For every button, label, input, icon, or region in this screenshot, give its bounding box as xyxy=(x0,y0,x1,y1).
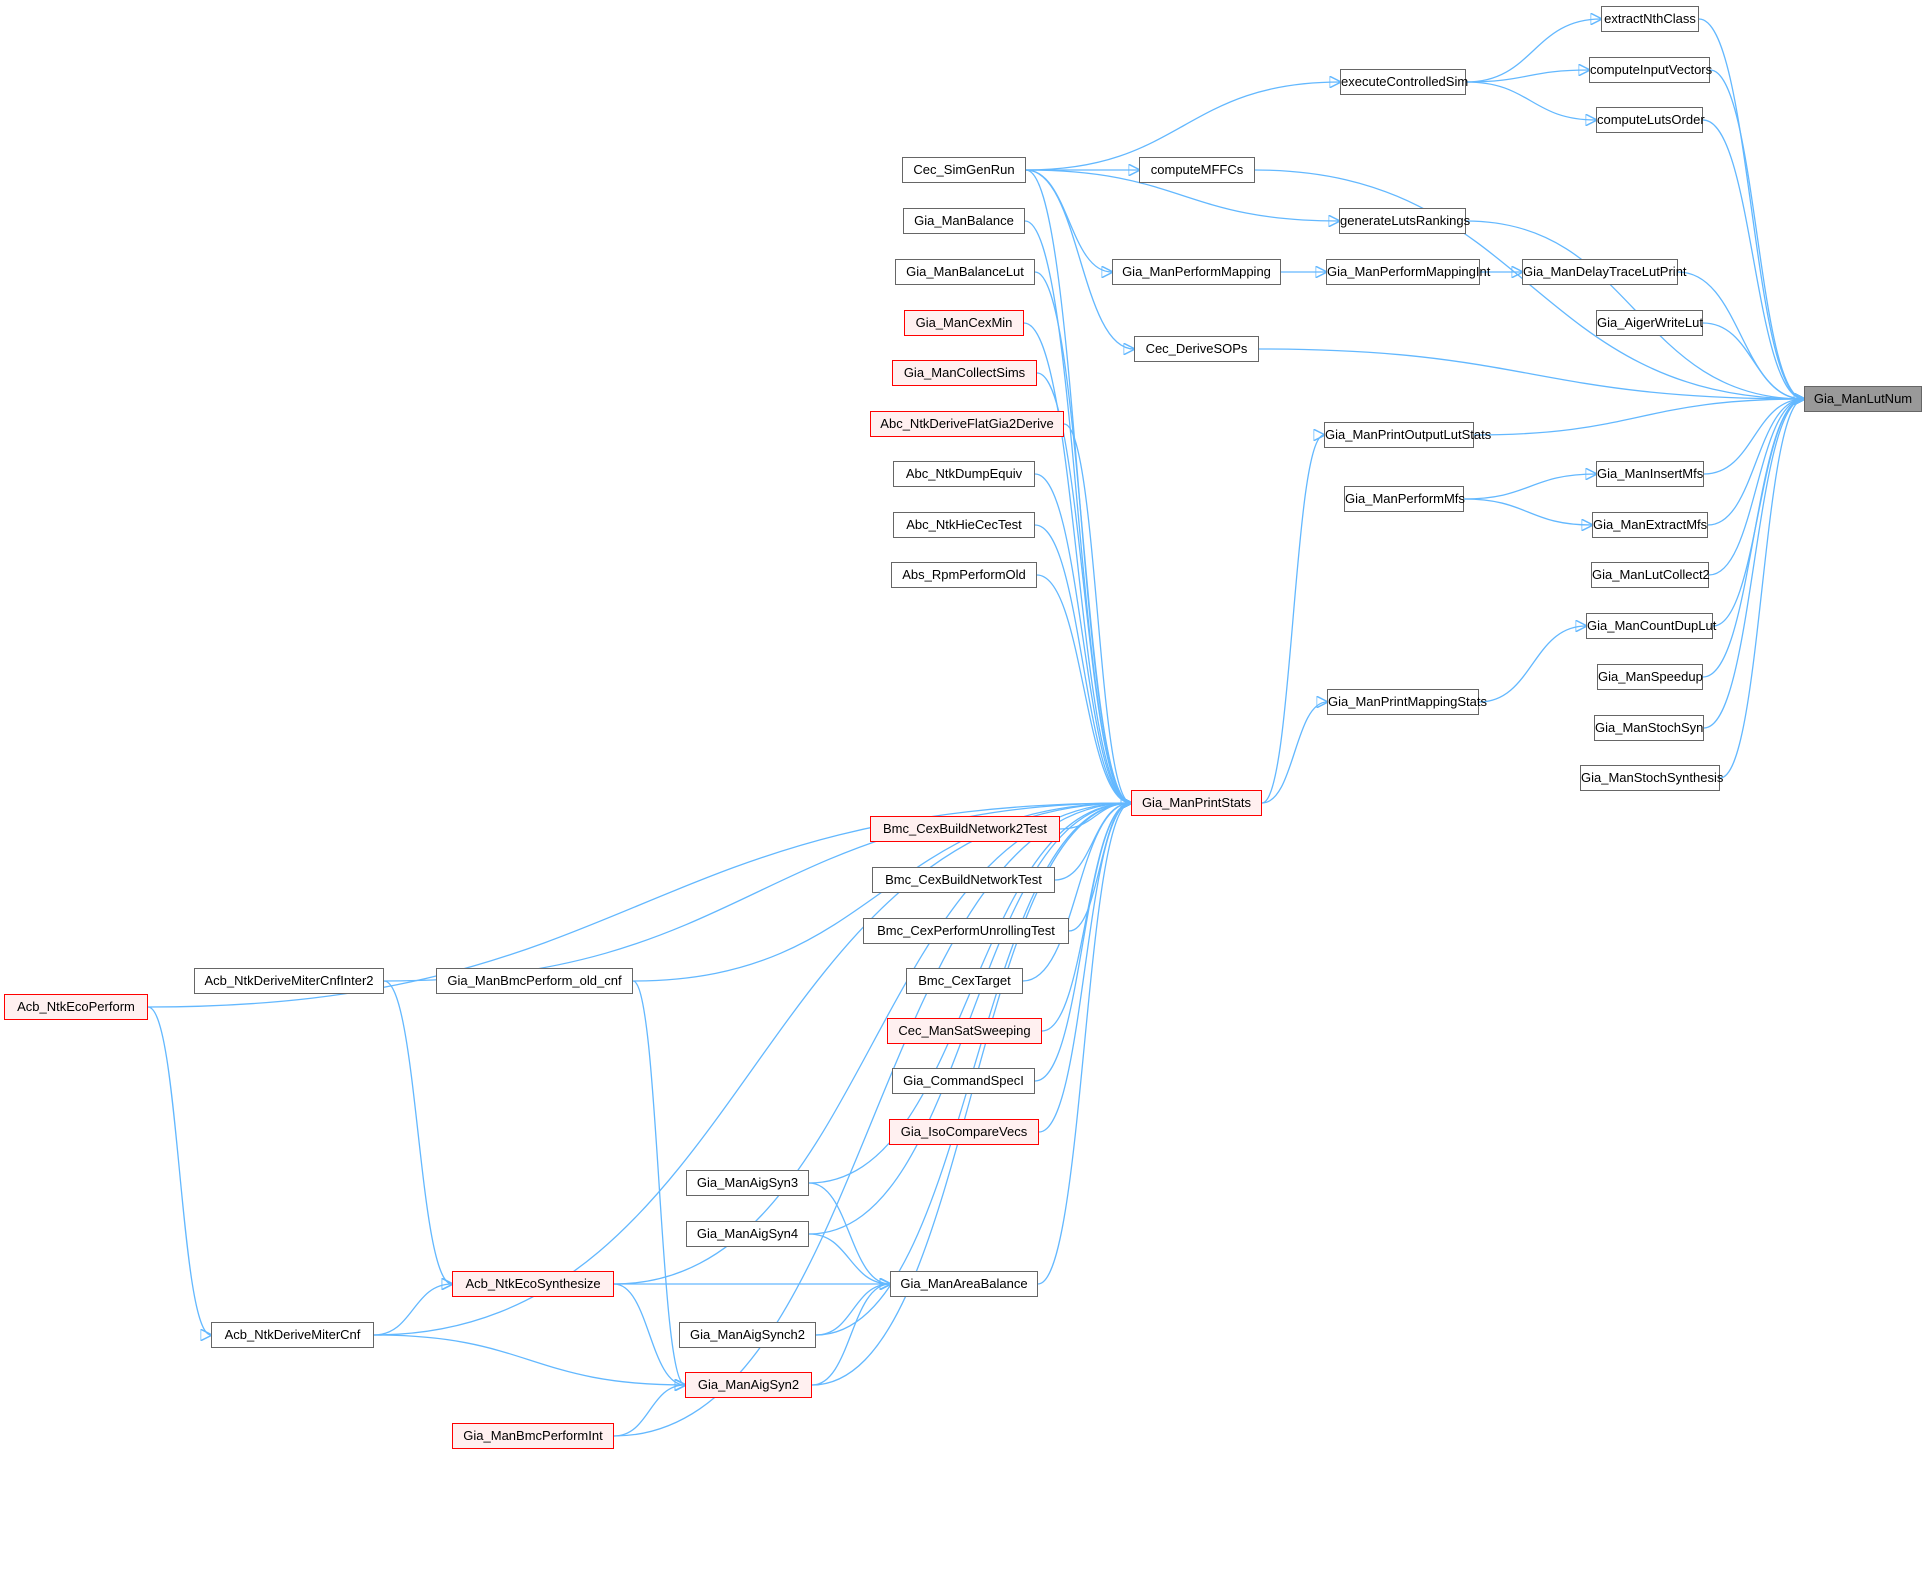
node-abc-ntkhiecectest[interactable]: Abc_NtkHieCecTest xyxy=(893,512,1035,538)
edge-gia-manextractmfs-to-gia-manlutnum xyxy=(1707,399,1804,526)
node-gia-mandelaytracelutprint[interactable]: Gia_ManDelayTraceLutPrint xyxy=(1522,259,1687,285)
edge-executecontrolledsim-to-computelutsorder xyxy=(1465,81,1596,120)
node-gia-maninsertmfs[interactable]: Gia_ManInsertMfs xyxy=(1596,461,1704,487)
node-extractnthclass[interactable]: extractNthClass xyxy=(1601,6,1699,32)
node-gia-manprintstats[interactable]: Gia_ManPrintStats xyxy=(1131,790,1262,816)
edge-gia-manaigsynch2-to-gia-manareabalance xyxy=(815,1284,890,1336)
edge-gia-manaigsyn4-to-gia-manareabalance xyxy=(808,1233,890,1284)
edge-gia-manbalance-to-gia-manprintstats xyxy=(1024,220,1131,803)
edge-executecontrolledsim-to-computeinputvectors xyxy=(1465,70,1589,83)
node-gia-manaigsyn4[interactable]: Gia_ManAigSyn4 xyxy=(686,1221,809,1247)
edge-computelutsorder-to-gia-manlutnum xyxy=(1702,119,1804,399)
edge-acb-ntkecoperform-to-acb-ntkderivemitercnf xyxy=(147,1006,211,1335)
edge-computeinputvectors-to-gia-manlutnum xyxy=(1709,69,1804,399)
edge-abc-ntkderiveflatgia2derive-to-gia-manprintstats xyxy=(1063,423,1131,803)
node-gia-manperformmappingint[interactable]: Gia_ManPerformMappingInt xyxy=(1326,259,1490,285)
node-bmc-cexbuildnetwork2test[interactable]: Bmc_CexBuildNetwork2Test xyxy=(870,816,1060,842)
node-cec-derivesops[interactable]: Cec_DeriveSOPs xyxy=(1134,336,1259,362)
node-acb-ntkecosynthesize[interactable]: Acb_NtkEcoSynthesize xyxy=(452,1271,614,1297)
edge-acb-ntkderivemitercnf-to-gia-manaigsyn2 xyxy=(373,1334,685,1385)
node-gia-manbmcperformint[interactable]: Gia_ManBmcPerformInt xyxy=(452,1423,614,1449)
node-gia-manstochsynthesis[interactable]: Gia_ManStochSynthesis xyxy=(1580,765,1723,791)
node-abs-rpmperformold[interactable]: Abs_RpmPerformOld xyxy=(891,562,1037,588)
node-gia-manaigsyn2[interactable]: Gia_ManAigSyn2 xyxy=(685,1372,812,1398)
node-gia-manspeedup[interactable]: Gia_ManSpeedup xyxy=(1597,664,1703,690)
edge-gia-maninsertmfs-to-gia-manlutnum xyxy=(1703,399,1804,475)
node-bmc-cextarget[interactable]: Bmc_CexTarget xyxy=(906,968,1023,994)
edge-gia-manperformmfs-to-gia-maninsertmfs xyxy=(1463,474,1596,500)
node-gia-manaigsyn3[interactable]: Gia_ManAigSyn3 xyxy=(686,1170,809,1196)
edge-gia-aigerwritelut-to-gia-manlutnum xyxy=(1702,322,1804,399)
edge-gia-manstochsyn-to-gia-manlutnum xyxy=(1703,399,1804,729)
edge-gia-manstochsynthesis-to-gia-manlutnum xyxy=(1719,399,1804,779)
node-gia-mancountduplut[interactable]: Gia_ManCountDupLut xyxy=(1586,613,1716,639)
edge-gia-manbalancelut-to-gia-manprintstats xyxy=(1034,271,1131,803)
edge-gia-manaigsyn2-to-gia-manprintstats xyxy=(811,803,1131,1386)
edge-gia-manprintstats-to-gia-manprintoutputlutstats xyxy=(1261,435,1324,804)
edge-gia-manprintmappingstats-to-gia-mancountduplut xyxy=(1478,626,1586,703)
node-gia-manareabalance[interactable]: Gia_ManAreaBalance xyxy=(890,1271,1038,1297)
edge-gia-manareabalance-to-gia-manprintstats xyxy=(1037,803,1131,1285)
edge-gia-manperformmfs-to-gia-manextractmfs xyxy=(1463,498,1592,525)
edge-cec-derivesops-to-gia-manlutnum xyxy=(1258,348,1804,399)
node-abc-ntkderiveflatgia2derive[interactable]: Abc_NtkDeriveFlatGia2Derive xyxy=(870,411,1064,437)
node-gia-manlutnum[interactable]: Gia_ManLutNum xyxy=(1804,386,1922,412)
edge-gia-isocomparevecs-to-gia-manprintstats xyxy=(1038,803,1131,1133)
edge-gia-manprintoutputlutstats-to-gia-manlutnum xyxy=(1473,399,1804,436)
node-acb-ntkderivemitercnf[interactable]: Acb_NtkDeriveMiterCnf xyxy=(211,1322,374,1348)
edge-abs-rpmperformold-to-gia-manprintstats xyxy=(1036,574,1131,803)
node-gia-commandspeci[interactable]: Gia_CommandSpecI xyxy=(892,1068,1035,1094)
node-executecontrolledsim[interactable]: executeControlledSim xyxy=(1340,69,1468,95)
node-bmc-cexperformunrollingtest[interactable]: Bmc_CexPerformUnrollingTest xyxy=(863,918,1069,944)
edge-gia-manbmcperformint-to-gia-manaigsyn2 xyxy=(613,1385,685,1437)
node-cec-mansatsweeping[interactable]: Cec_ManSatSweeping xyxy=(887,1018,1042,1044)
node-gia-mancexmin[interactable]: Gia_ManCexMin xyxy=(904,310,1024,336)
node-cec-simgenrun[interactable]: Cec_SimGenRun xyxy=(902,157,1026,183)
edge-abc-ntkdumpequiv-to-gia-manprintstats xyxy=(1034,473,1131,803)
edge-extractnthclass-to-gia-manlutnum xyxy=(1698,18,1804,399)
node-bmc-cexbuildnetworktest[interactable]: Bmc_CexBuildNetworkTest xyxy=(872,867,1055,893)
edge-acb-ntkecoperform-to-gia-manprintstats xyxy=(147,803,1131,1008)
node-generatelutsrankings[interactable]: generateLutsRankings xyxy=(1339,208,1470,234)
edge-gia-manbmcperform-old-cnf-to-gia-manaigsyn2 xyxy=(632,980,685,1385)
edge-cec-simgenrun-to-cec-derivesops xyxy=(1025,169,1134,349)
node-gia-manbalance[interactable]: Gia_ManBalance xyxy=(903,208,1025,234)
edge-abc-ntkhiecectest-to-gia-manprintstats xyxy=(1034,524,1131,803)
node-gia-manaigsynch2[interactable]: Gia_ManAigSynch2 xyxy=(679,1322,816,1348)
node-gia-manbalancelut[interactable]: Gia_ManBalanceLut xyxy=(895,259,1035,285)
edge-acb-ntkderivemitercnfinter2-to-acb-ntkecosynthesize xyxy=(383,980,452,1284)
edge-gia-manspeedup-to-gia-manlutnum xyxy=(1702,399,1804,678)
node-gia-manprintoutputlutstats[interactable]: Gia_ManPrintOutputLutStats xyxy=(1324,422,1491,448)
edge-bmc-cextarget-to-gia-manprintstats xyxy=(1022,803,1131,982)
node-computeinputvectors[interactable]: computeInputVectors xyxy=(1589,57,1712,83)
node-computelutsorder[interactable]: computeLutsOrder xyxy=(1596,107,1705,133)
node-gia-manextractmfs[interactable]: Gia_ManExtractMfs xyxy=(1592,512,1708,538)
node-gia-manlutcollect2[interactable]: Gia_ManLutCollect2 xyxy=(1591,562,1710,588)
node-gia-manbmcperform-old-cnf[interactable]: Gia_ManBmcPerform_old_cnf xyxy=(436,968,633,994)
edge-gia-manaigsyn2-to-gia-manareabalance xyxy=(811,1284,890,1386)
node-gia-manperformmapping[interactable]: Gia_ManPerformMapping xyxy=(1112,259,1281,285)
node-gia-mancollectsims[interactable]: Gia_ManCollectSims xyxy=(892,360,1037,386)
edge-cec-simgenrun-to-executecontrolledsim xyxy=(1025,82,1340,171)
edge-gia-manaigsyn3-to-gia-manareabalance xyxy=(808,1182,890,1284)
edge-executecontrolledsim-to-extractnthclass xyxy=(1465,19,1601,83)
node-gia-aigerwritelut[interactable]: Gia_AigerWriteLut xyxy=(1596,310,1703,336)
node-abc-ntkdumpequiv[interactable]: Abc_NtkDumpEquiv xyxy=(893,461,1035,487)
node-gia-isocomparevecs[interactable]: Gia_IsoCompareVecs xyxy=(889,1119,1039,1145)
edge-gia-commandspeci-to-gia-manprintstats xyxy=(1034,803,1131,1082)
node-gia-manstochsyn[interactable]: Gia_ManStochSyn xyxy=(1594,715,1704,741)
node-computemffcs[interactable]: computeMFFCs xyxy=(1139,157,1255,183)
edge-acb-ntkderivemitercnf-to-acb-ntkecosynthesize xyxy=(373,1284,452,1336)
node-acb-ntkderivemitercnfinter2[interactable]: Acb_NtkDeriveMiterCnfInter2 xyxy=(194,968,384,994)
edge-gia-mancexmin-to-gia-manprintstats xyxy=(1023,322,1131,803)
edge-gia-manprintstats-to-gia-manprintmappingstats xyxy=(1261,702,1327,804)
edge-acb-ntkecosynthesize-to-gia-manaigsyn2 xyxy=(613,1283,685,1385)
edge-gia-mancollectsims-to-gia-manprintstats xyxy=(1036,372,1131,803)
node-acb-ntkecoperform[interactable]: Acb_NtkEcoPerform xyxy=(4,994,148,1020)
node-gia-manprintmappingstats[interactable]: Gia_ManPrintMappingStats xyxy=(1327,689,1487,715)
edge-gia-manlutcollect2-to-gia-manlutnum xyxy=(1708,399,1804,576)
edge-cec-simgenrun-to-generatelutsrankings xyxy=(1025,169,1339,221)
node-gia-manperformmfs[interactable]: Gia_ManPerformMfs xyxy=(1344,486,1465,512)
